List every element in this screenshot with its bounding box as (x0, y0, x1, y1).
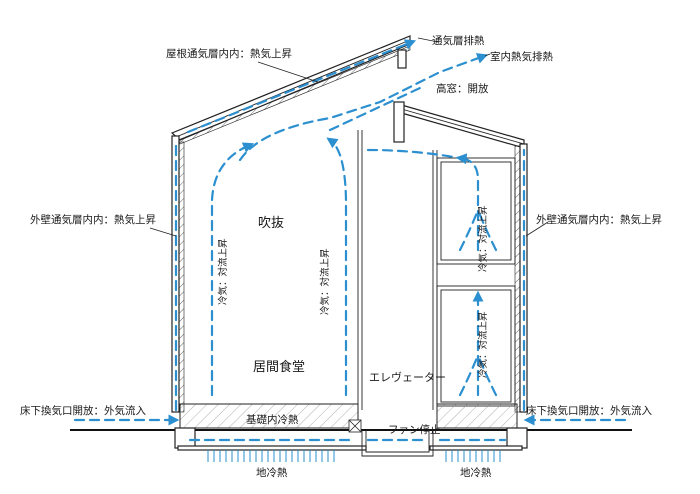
upper-room (436, 157, 516, 265)
fan-stop-label: ファン停止 (388, 423, 441, 436)
high-window-label: 高窓：開放 (436, 82, 489, 95)
fukinuke-label: 吹抜 (258, 215, 284, 231)
convection-left-label: 冷気：対流上昇 (217, 238, 229, 305)
geo-left-label: 地冷熱 (256, 466, 288, 479)
right-outer-wall (514, 143, 528, 413)
elevator-pit (361, 430, 434, 457)
roof-vent-exhaust-label: 通気層排熱 (432, 34, 485, 47)
right-roof (393, 101, 525, 149)
geo-right-label: 地冷熱 (460, 466, 492, 479)
geothermal-marks-left (207, 450, 335, 462)
airflow-arrows (73, 39, 627, 442)
lower-room (436, 285, 516, 407)
elevator-label: エレヴェーター (369, 370, 446, 384)
convection-right-upper-label: 冷気：対流上昇 (477, 205, 489, 272)
floor-left-label: 床下換気口開放：外気流入 (20, 404, 146, 417)
foundation-label: 基礎内冷熱 (246, 413, 299, 426)
floor-right-label: 床下換気口開放：外気流入 (526, 404, 652, 417)
roof-layer-label: 屋根通気層内内：熱気上昇 (166, 47, 292, 60)
foundation-right (429, 403, 528, 451)
left-outer-wall (171, 135, 185, 413)
foundation-left (174, 403, 367, 451)
convection-mid-label: 冷気：対流上昇 (319, 248, 331, 315)
outer-wall-left-label: 外壁通気層内内：熱気上昇 (30, 213, 156, 226)
living-label: 居間食堂 (253, 359, 305, 375)
convection-right-lower-label: 冷気：対流上昇 (477, 311, 489, 378)
indoor-exhaust-label: 室内熱気排熱 (490, 50, 553, 63)
fan-icon (348, 419, 362, 433)
outer-wall-right-label: 外壁通気層内内：熱気上昇 (536, 213, 662, 226)
geothermal-marks-right (445, 450, 501, 462)
